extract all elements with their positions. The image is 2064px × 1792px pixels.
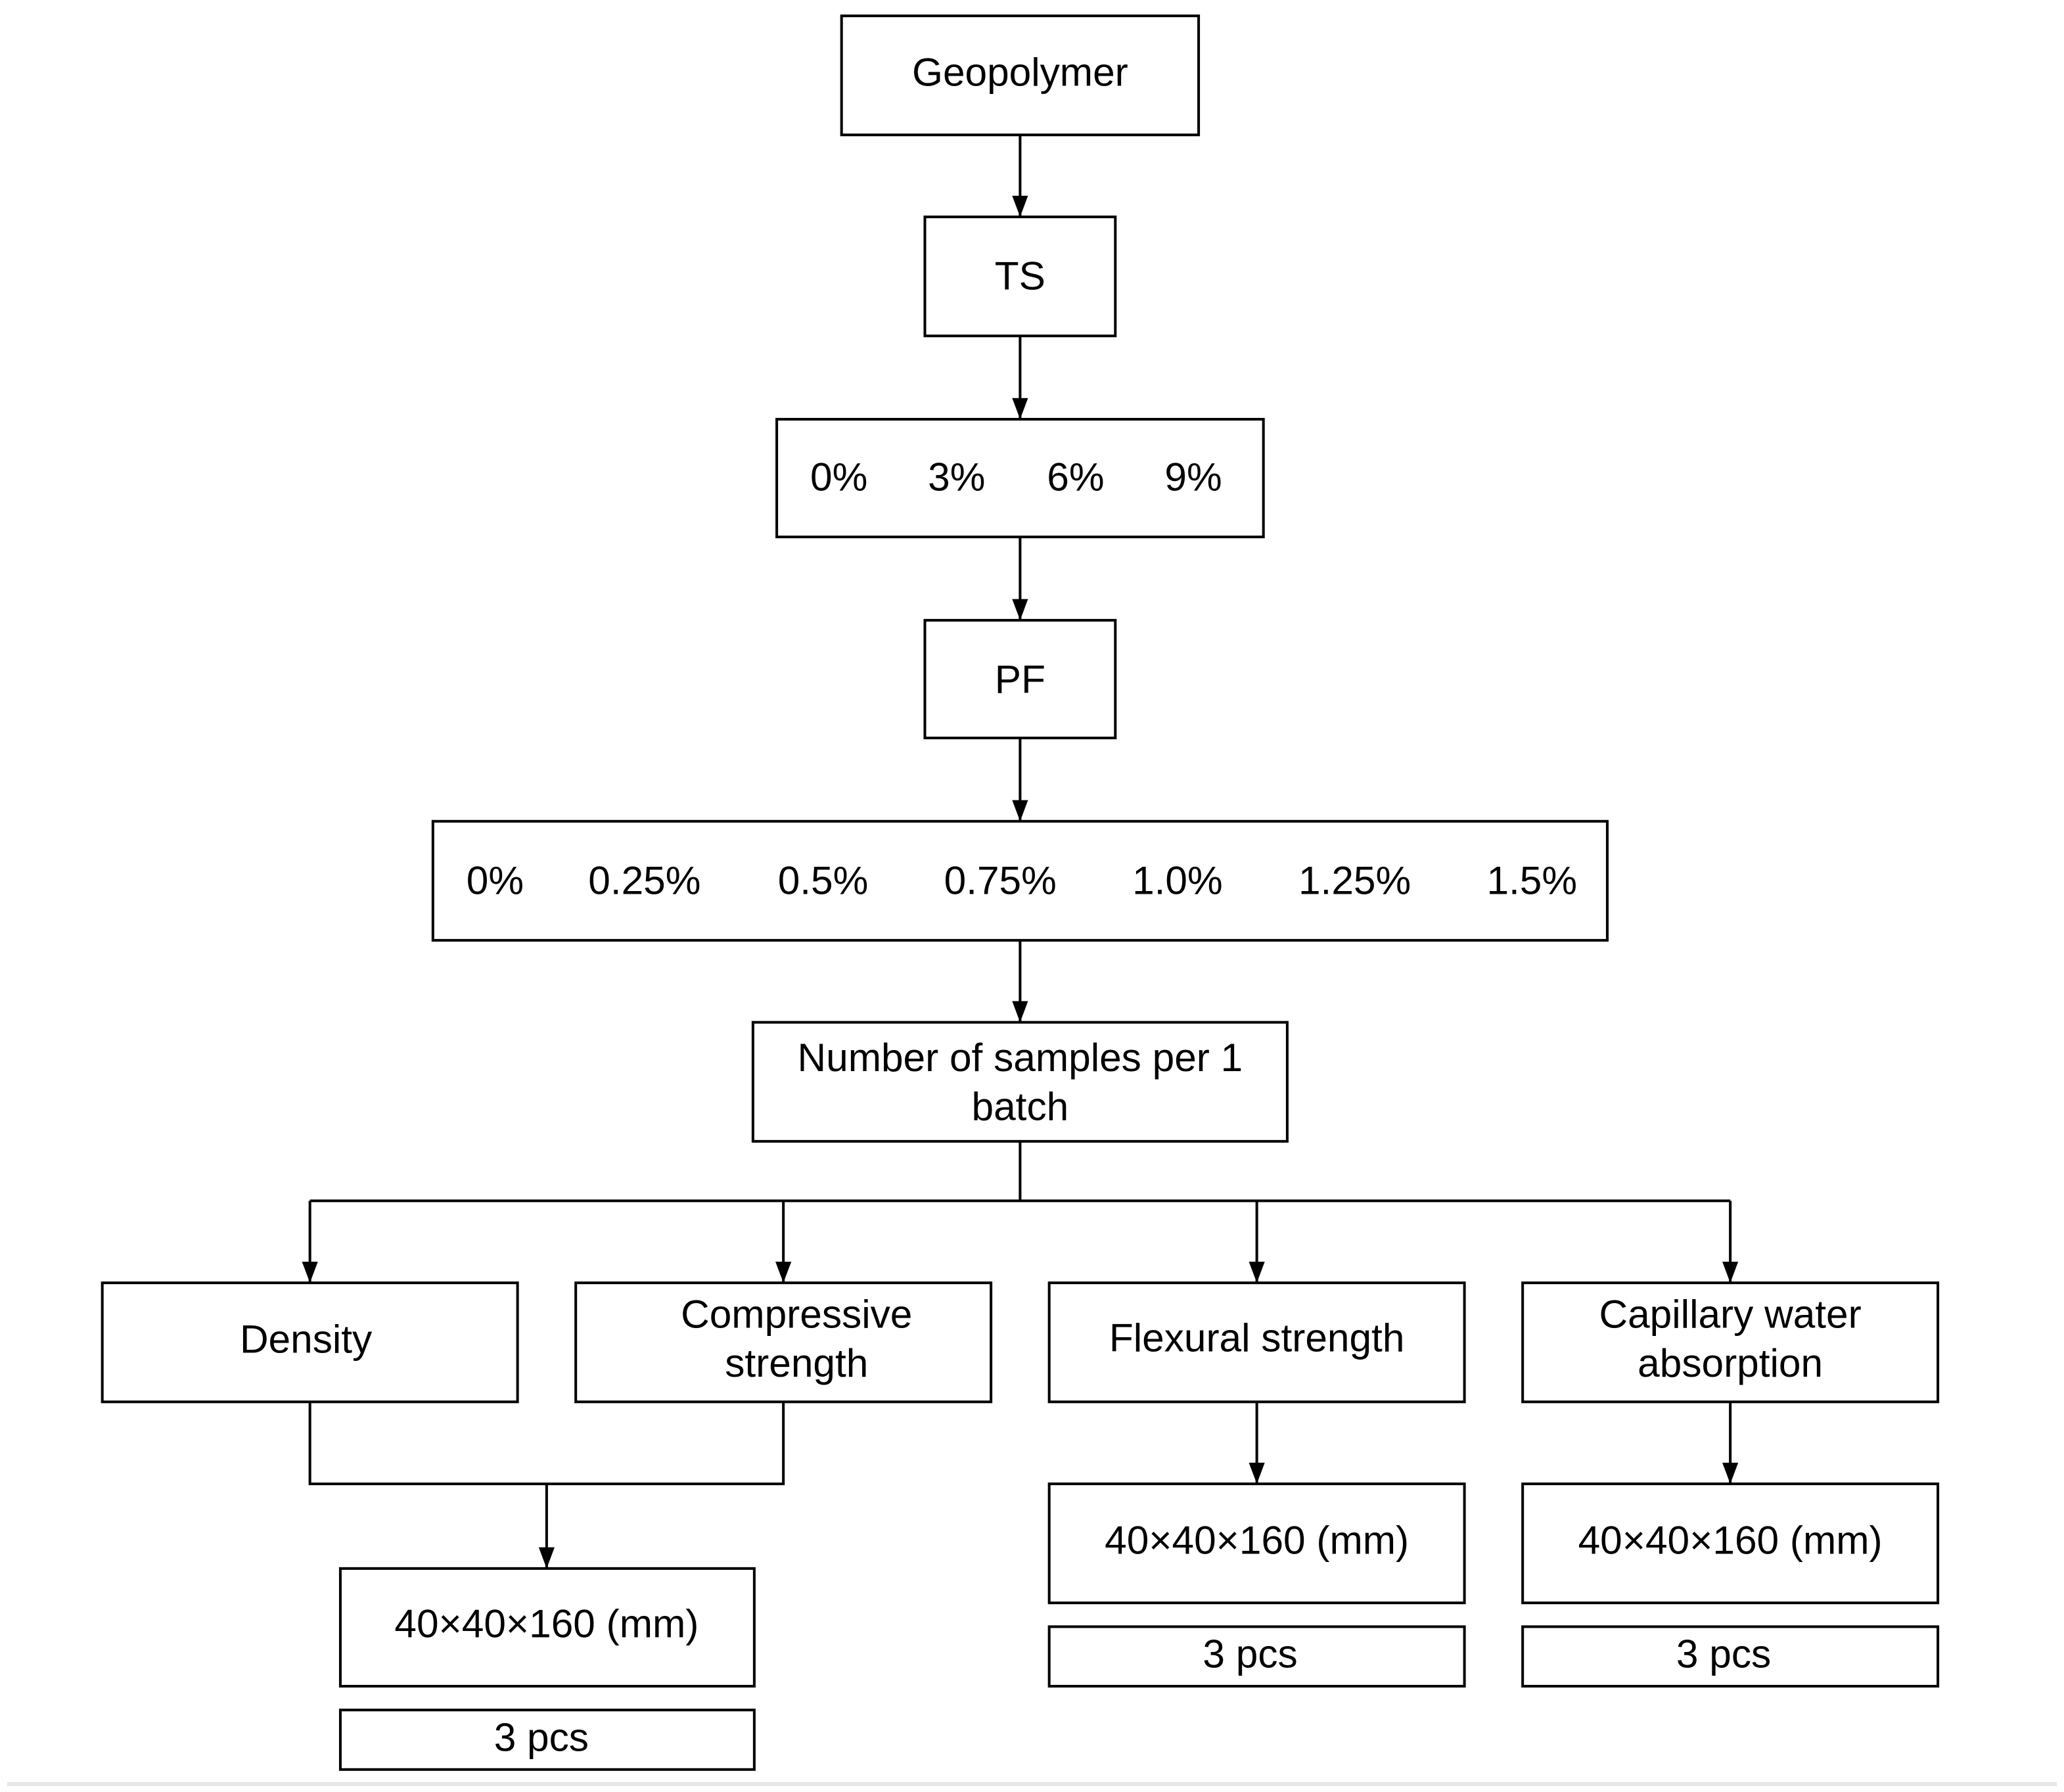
node-compressive-strength: Compressive strength [574, 1281, 993, 1404]
node-label: Number of samples per 1 [798, 1035, 1243, 1080]
node-label: Capillary water [1599, 1291, 1862, 1336]
ts-level: 0% [810, 455, 867, 499]
node-density: Density [101, 1281, 519, 1404]
node-flexural-strength: Flexural strength [1047, 1281, 1466, 1404]
arrowhead [538, 1547, 555, 1569]
connectors [302, 135, 1739, 1569]
pf-level: 0.25% [588, 858, 700, 902]
specimen-size: 40×40×160 (mm) [394, 1601, 699, 1645]
node-samples: Number of samples per 1 batch [751, 1021, 1289, 1143]
specimen-flexural: 40×40×160 (mm) 3 pcs [1047, 1482, 1466, 1688]
pf-level: 1.0% [1132, 858, 1223, 902]
node-label: absorption [1638, 1341, 1823, 1385]
node-label: PF [995, 656, 1045, 701]
ts-level: 6% [1047, 455, 1104, 499]
node-capillary-water-absorption: Capillary water absorption [1521, 1281, 1940, 1404]
arrowhead [1012, 195, 1028, 218]
specimen-count: 3 pcs [494, 1714, 589, 1759]
node-label: Compressive [681, 1291, 912, 1336]
node-label: Flexural strength [1109, 1316, 1405, 1360]
arrowhead [1722, 1261, 1739, 1283]
arrowhead [1249, 1261, 1265, 1283]
specimen-size: 40×40×160 (mm) [1578, 1518, 1883, 1563]
arrowhead [1722, 1462, 1739, 1484]
arrowhead [1012, 1001, 1028, 1022]
node-geopolymer: Geopolymer [840, 14, 1201, 137]
arrowhead [1249, 1462, 1265, 1484]
ts-level: 9% [1164, 455, 1222, 499]
pf-level: 1.25% [1298, 858, 1411, 902]
join-density-compressive [308, 1402, 785, 1486]
pf-level: 1.5% [1486, 858, 1577, 902]
node-ts-levels: 0% 3% 6% 9% [775, 417, 1265, 539]
specimen-count: 3 pcs [1203, 1632, 1297, 1676]
pf-level: 0.5% [778, 858, 869, 902]
specimen-density-compressive: 40×40×160 (mm) 3 pcs [338, 1567, 756, 1771]
node-pf-levels: 0% 0.25% 0.5% 0.75% 1.0% 1.25% 1.5% [431, 819, 1609, 942]
specimen-capillary: 40×40×160 (mm) 3 pcs [1521, 1482, 1940, 1688]
arrowhead [302, 1261, 318, 1283]
specimen-count: 3 pcs [1676, 1632, 1771, 1676]
arrowhead [1012, 398, 1028, 419]
node-label: Density [240, 1317, 373, 1362]
arrowhead [1012, 599, 1028, 620]
node-label: Geopolymer [912, 50, 1128, 95]
arrowhead [1012, 800, 1028, 821]
node-label: strength [725, 1341, 868, 1385]
node-label: TS [995, 254, 1045, 298]
node-label: batch [972, 1084, 1069, 1128]
ts-level: 3% [928, 455, 985, 499]
pf-level: 0% [467, 858, 524, 902]
arrowhead [775, 1261, 792, 1283]
node-pf: PF [923, 618, 1117, 740]
pf-level: 0.75% [944, 858, 1057, 902]
node-ts: TS [923, 216, 1117, 338]
specimen-size: 40×40×160 (mm) [1105, 1518, 1409, 1563]
